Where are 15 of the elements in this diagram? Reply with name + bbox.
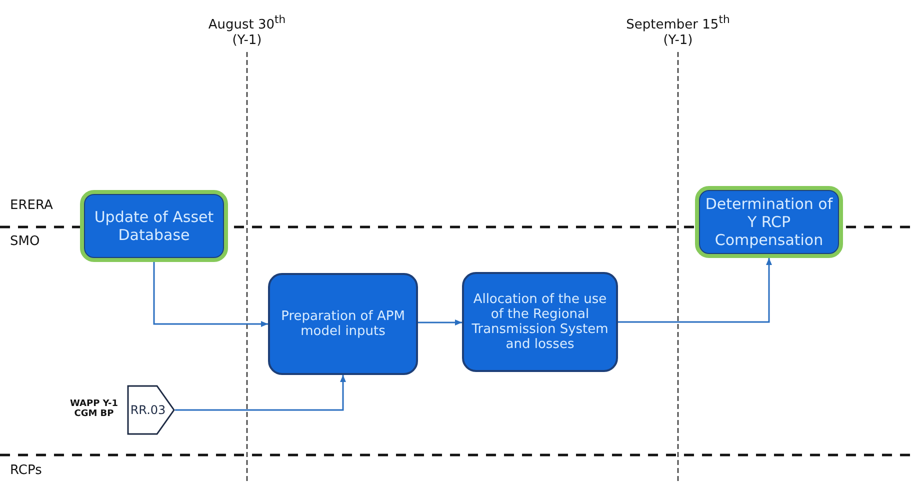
process-box: Allocation of the use of the Regional Transmission System and losses: [462, 272, 618, 372]
arrow: [175, 375, 346, 411]
process-box: Update of Asset Database: [80, 190, 228, 262]
process-box: Preparation of APM model inputs: [268, 273, 418, 375]
arrow: [153, 262, 268, 327]
date-label: August 30$^{th}$ (Y-1): [207, 12, 287, 50]
lane-label: RCPs: [10, 463, 42, 478]
process-box: Determination of Y RCP Compensation: [695, 186, 843, 258]
input-reference-pentagon: RR.03: [127, 385, 175, 435]
arrow: [618, 258, 772, 323]
date-label: September 15$^{th}$ (Y-1): [625, 12, 731, 50]
lane-label: ERERA: [10, 198, 53, 213]
input-caption: WAPP Y-1 CGM BP: [68, 399, 119, 419]
lane-label: SMO: [10, 234, 40, 249]
arrow: [418, 320, 462, 326]
